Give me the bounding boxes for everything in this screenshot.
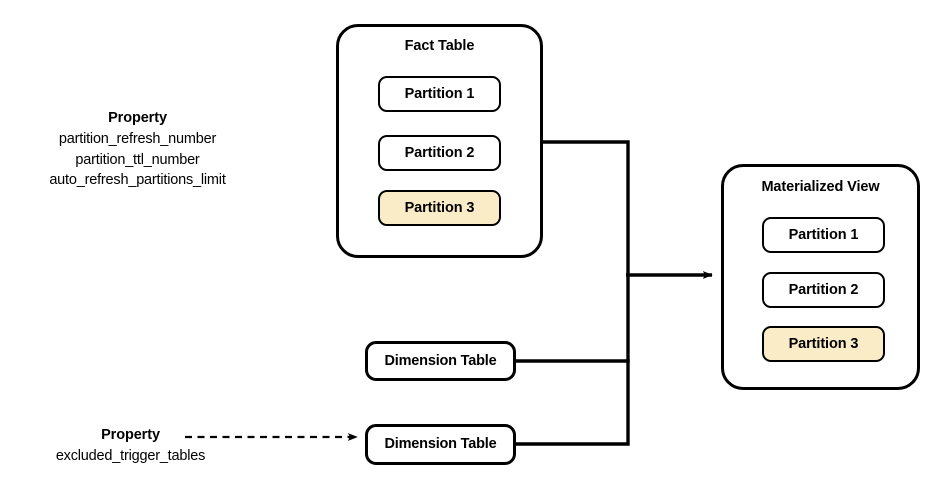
materialized-view-partition-3-label: Partition 3	[788, 335, 859, 352]
materialized-view-partition-2[interactable]: Partition 2	[762, 272, 885, 308]
property-bottom-title: Property	[101, 427, 160, 443]
property-top-line-2: partition_ttl_number	[75, 151, 200, 168]
property-top-title: Property	[108, 110, 167, 126]
dimension-table-1[interactable]: Dimension Table	[365, 341, 516, 381]
wire-dimension2-to-trunk	[514, 273, 630, 446]
wire-fact-to-trunk	[541, 140, 630, 277]
fact-table-partition-2[interactable]: Partition 2	[378, 135, 501, 171]
property-bottom-line-1: excluded_trigger_tables	[55, 448, 206, 465]
dimension-table-1-label: Dimension Table	[384, 352, 497, 369]
materialized-view-partition-1[interactable]: Partition 1	[762, 217, 885, 253]
dimension-table-2-label: Dimension Table	[384, 436, 497, 453]
fact-table-partition-1[interactable]: Partition 1	[378, 76, 501, 112]
materialized-view-partition-1-label: Partition 1	[788, 226, 859, 243]
dimension-table-2[interactable]: Dimension Table	[365, 424, 516, 465]
fact-table-partition-3-label: Partition 3	[404, 199, 475, 216]
materialized-view-partition-3[interactable]: Partition 3	[762, 326, 885, 362]
fact-table-partition-3[interactable]: Partition 3	[378, 190, 501, 226]
fact-table-partition-2-label: Partition 2	[404, 144, 475, 161]
property-annotation-top: Property partition_refresh_number partit…	[20, 108, 255, 191]
fact-table-partition-1-label: Partition 1	[404, 85, 475, 102]
property-top-line-1: partition_refresh_number	[58, 131, 217, 148]
materialized-view-partition-2-label: Partition 2	[788, 281, 859, 298]
materialized-view-title: Materialized View	[761, 179, 880, 195]
property-top-line-3: auto_refresh_partitions_limit	[49, 172, 226, 189]
fact-table-title: Fact Table	[404, 38, 475, 54]
property-annotation-bottom: Property excluded_trigger_tables	[28, 425, 233, 467]
